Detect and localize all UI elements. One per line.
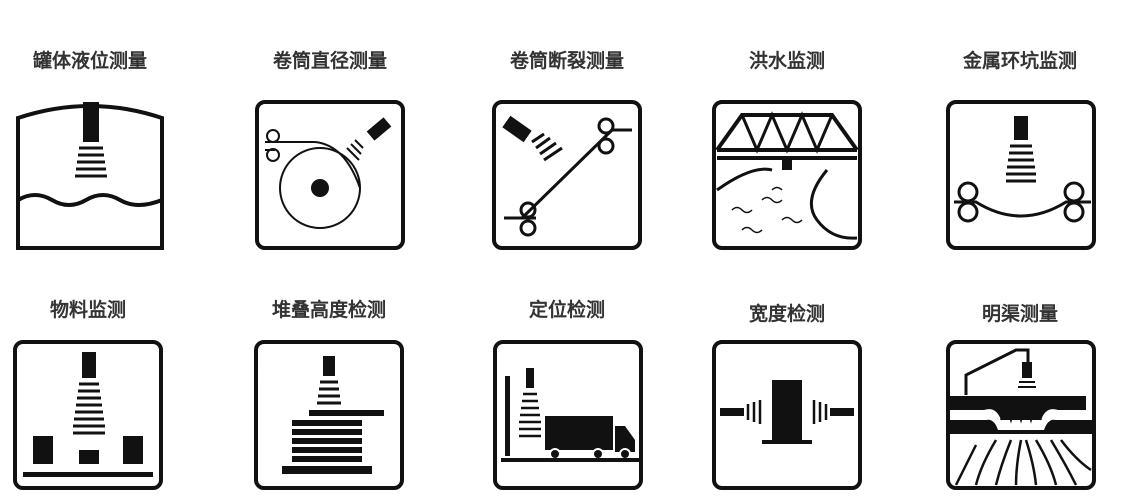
tank-level-icon (15, 100, 165, 250)
label-roll-diameter: 卷筒直径测量 (272, 50, 387, 72)
label-width: 宽度检测 (748, 303, 825, 325)
label-flood: 洪水监测 (748, 50, 825, 72)
label-positioning: 定位检测 (528, 299, 605, 321)
width-detection-icon (712, 340, 862, 490)
label-material: 物料监测 (49, 299, 126, 321)
open-channel-icon (946, 340, 1096, 490)
label-tank-level: 罐体液位测量 (32, 50, 147, 72)
roll-diameter-icon (255, 100, 405, 250)
stack-height-icon (254, 340, 404, 490)
material-monitoring-icon (13, 340, 163, 490)
flood-monitoring-icon (712, 100, 862, 250)
metal-loop-pit-icon (946, 100, 1096, 250)
label-web-break: 卷筒断裂测量 (509, 50, 624, 72)
positioning-icon (493, 340, 643, 490)
web-break-icon (492, 100, 642, 250)
label-metal-loop: 金属环坑监测 (962, 50, 1077, 72)
label-open-channel: 明渠测量 (981, 303, 1058, 325)
label-stack-height: 堆叠高度检测 (271, 299, 386, 321)
